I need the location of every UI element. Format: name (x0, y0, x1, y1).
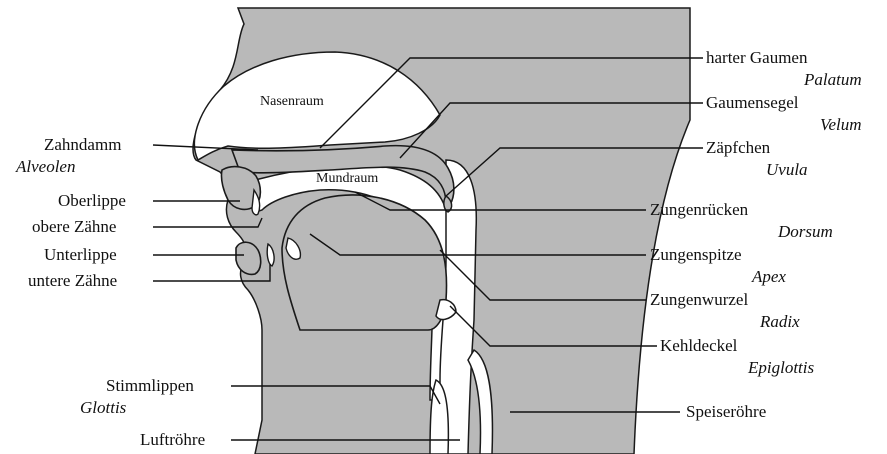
label-epiglottis: Epiglottis (747, 358, 815, 377)
label-speiseroehre: Speiseröhre (686, 402, 766, 421)
label-uvula: Uvula (766, 160, 808, 179)
label-harter-gaumen: harter Gaumen (706, 48, 808, 67)
label-oberlippe: Oberlippe (58, 191, 126, 210)
label-zungenruecken: Zungenrücken (650, 200, 749, 219)
label-kehldeckel: Kehldeckel (660, 336, 738, 355)
label-zaepfchen: Zäpfchen (706, 138, 771, 157)
label-dorsum: Dorsum (777, 222, 833, 241)
label-glottis: Glottis (80, 398, 127, 417)
label-nasenraum: Nasenraum (260, 94, 324, 109)
label-unterlippe: Unterlippe (44, 245, 117, 264)
label-zungenspitze: Zungenspitze (650, 245, 742, 264)
label-apex: Apex (751, 267, 786, 286)
label-radix: Radix (759, 312, 800, 331)
label-zahndamm: Zahndamm (44, 135, 121, 154)
label-palatum: Palatum (803, 70, 862, 89)
label-stimmlippen: Stimmlippen (106, 376, 194, 395)
label-luftroehre: Luftröhre (140, 430, 205, 449)
label-mundraum: Mundraum (316, 171, 378, 186)
label-zungenwurzel: Zungenwurzel (650, 290, 748, 309)
label-velum: Velum (820, 115, 862, 134)
label-alveolen: Alveolen (15, 157, 75, 176)
label-gaumensegel: Gaumensegel (706, 93, 799, 112)
label-untere-zaehne: untere Zähne (28, 271, 117, 290)
label-obere-zaehne: obere Zähne (32, 217, 116, 236)
